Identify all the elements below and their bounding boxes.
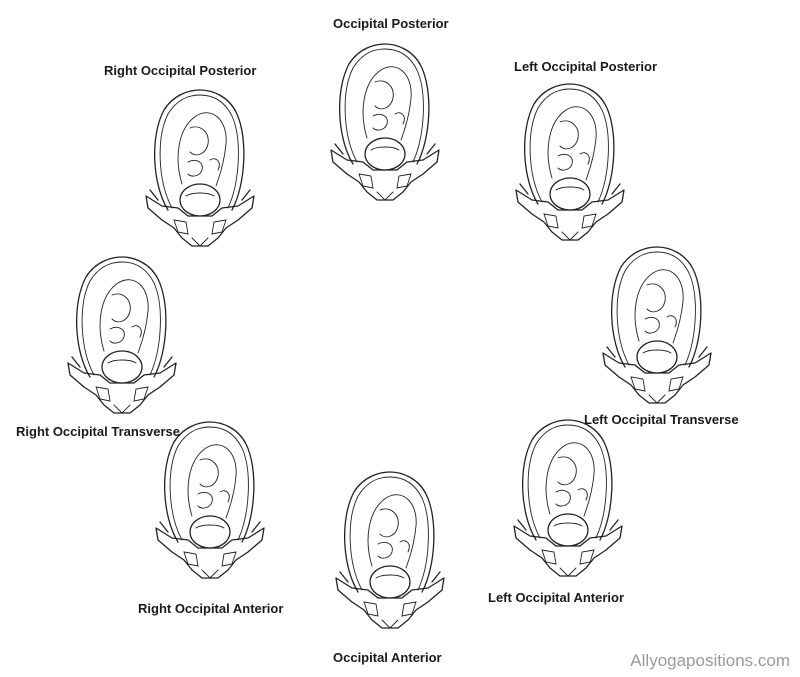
label-occipital-posterior: Occipital Posterior [333, 16, 449, 31]
figure-left-occipital-transverse [602, 246, 712, 404]
figure-occipital-posterior [330, 43, 440, 201]
figure-left-occipital-posterior [515, 83, 625, 241]
figure-right-occipital-anterior [155, 421, 265, 579]
label-left-occipital-anterior: Left Occipital Anterior [488, 590, 625, 605]
label-left-occipital-transverse: Left Occipital Transverse [584, 412, 739, 427]
label-right-occipital-posterior: Right Occipital Posterior [104, 63, 257, 78]
figure-left-occipital-anterior [513, 419, 623, 577]
label-occipital-anterior: Occipital Anterior [333, 650, 442, 665]
figure-right-occipital-posterior [145, 89, 255, 247]
figure-right-occipital-transverse [67, 256, 177, 414]
label-left-occipital-posterior: Left Occipital Posterior [514, 59, 658, 74]
label-right-occipital-transverse: Right Occipital Transverse [16, 424, 181, 439]
label-right-occipital-anterior: Right Occipital Anterior [138, 601, 284, 616]
watermark: Allyogapositions.com [630, 651, 790, 670]
figure-occipital-anterior [335, 471, 445, 629]
